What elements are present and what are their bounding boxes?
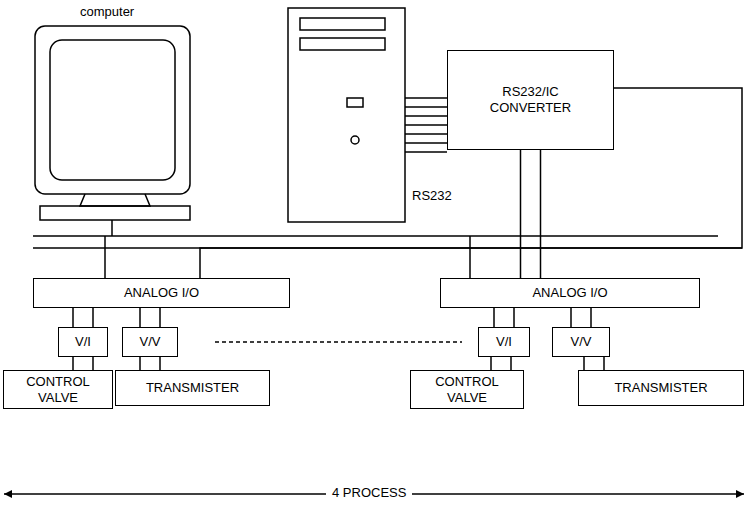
box-text: RS232/IC CONVERTER (478, 84, 583, 115)
signal-wire (73, 357, 93, 370)
wire-stroke (159, 308, 161, 327)
box-text: TRANSMISTER (614, 380, 707, 396)
bus-line (33, 220, 742, 278)
vv-converter-box: V/V (552, 327, 610, 357)
converter-box: RS232/IC CONVERTER (447, 50, 614, 150)
wire-stroke (72, 357, 74, 370)
wire-stroke (490, 357, 492, 370)
port-label: RS232 (412, 188, 452, 204)
monitor-symbol (35, 26, 190, 220)
box-text: ANALOG I/O (532, 285, 607, 301)
wire-stroke (590, 308, 592, 327)
box-text: CONTROL VALVE (417, 374, 517, 405)
wire-stroke (92, 308, 94, 327)
box-text: V/V (140, 334, 161, 350)
wire-stroke (570, 308, 572, 327)
continuation-dash (215, 341, 462, 343)
signal-wire (73, 308, 93, 327)
wire-stroke (139, 308, 141, 327)
wire-stroke (493, 308, 495, 327)
wire-stroke (540, 150, 542, 278)
vi-converter-box: V/I (478, 327, 530, 357)
signal-wire (140, 357, 160, 370)
wire-stroke (159, 357, 161, 370)
signal-wire (491, 357, 511, 370)
wire-stroke (139, 357, 141, 370)
signal-wire (584, 357, 604, 370)
signal-wire (140, 308, 160, 327)
signal-wire (521, 150, 541, 278)
box-text: V/I (496, 334, 512, 350)
wire-stroke (72, 308, 74, 327)
wire-stroke (510, 357, 512, 370)
span-label: 4 PROCESS (326, 485, 412, 501)
pc-tower-symbol (288, 8, 405, 222)
wire-stroke (603, 357, 605, 370)
vi-converter-box: V/I (58, 327, 108, 357)
vv-converter-box: V/V (122, 327, 178, 357)
transmitter-box: TRANSMISTER (115, 370, 270, 406)
signal-wire (494, 308, 514, 327)
wire-stroke (520, 150, 522, 278)
wire-stroke (583, 357, 585, 370)
analog-io-box: ANALOG I/O (440, 278, 700, 308)
rs232-cable (405, 98, 447, 152)
box-text: V/V (571, 334, 592, 350)
box-text: TRANSMISTER (146, 380, 239, 396)
transmitter-box: TRANSMISTER (578, 370, 744, 406)
wire-stroke (92, 357, 94, 370)
analog-io-box: ANALOG I/O (33, 278, 290, 308)
device-label: computer (80, 4, 134, 20)
wire-stroke (513, 308, 515, 327)
box-text: V/I (75, 334, 91, 350)
control-valve-box: CONTROL VALVE (3, 370, 113, 409)
box-text: ANALOG I/O (124, 285, 199, 301)
signal-wire (571, 308, 591, 327)
box-text: CONTROL VALVE (10, 374, 106, 405)
control-valve-box: CONTROL VALVE (410, 370, 524, 409)
